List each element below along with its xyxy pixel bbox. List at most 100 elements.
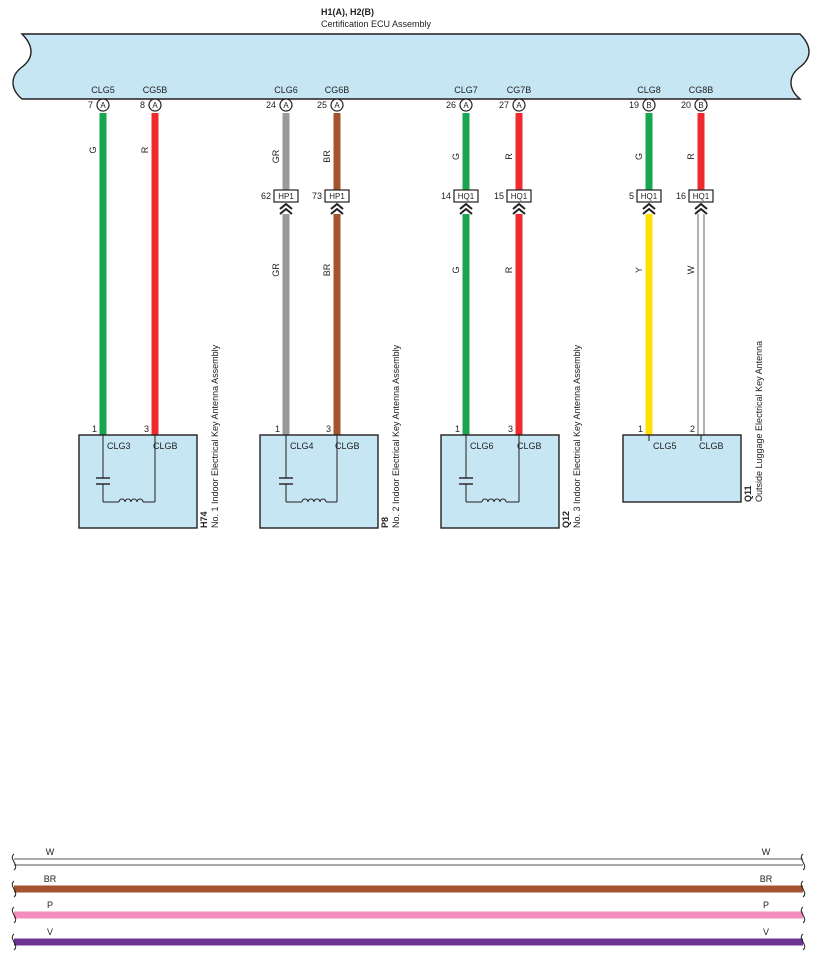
wire-color-label: R xyxy=(140,146,150,153)
ecu-pin-number: 7 xyxy=(88,100,93,110)
ecu-assembly-body xyxy=(12,33,810,100)
ecu-connector-letter: A xyxy=(283,101,289,110)
ecu-connector-letter: B xyxy=(646,101,651,110)
component-code: P8 xyxy=(380,517,390,528)
component-pin-number: 1 xyxy=(92,424,97,434)
ecu-pin-number: 26 xyxy=(446,100,456,110)
junction-pin-number: 15 xyxy=(494,191,504,201)
junction-connector-name: HP1 xyxy=(278,192,294,201)
component-pin-number: 3 xyxy=(144,424,149,434)
component-name: No. 1 Indoor Electrical Key Antenna Asse… xyxy=(210,344,220,528)
ecu-connector-letter: B xyxy=(698,101,703,110)
wire-color-label: BR xyxy=(322,150,332,163)
component-box xyxy=(78,434,198,529)
coil-inductor-icon xyxy=(118,498,144,503)
component-code: H74 xyxy=(199,511,209,528)
signal-label: CG8B xyxy=(689,85,714,95)
legend-label-left: W xyxy=(46,847,55,857)
connector-chevron xyxy=(459,202,473,210)
break-mark-left xyxy=(11,880,17,898)
ecu-connector-letter: A xyxy=(463,101,469,110)
wire-color-label: G xyxy=(451,153,461,160)
ecu-connector-letter: A xyxy=(334,101,340,110)
ecu-connector-circle xyxy=(642,98,656,112)
junction-connector-box xyxy=(688,189,714,203)
signal-label: CLG5 xyxy=(91,85,115,95)
ecu-connector-letter: A xyxy=(152,101,158,110)
component-terminal-label: CLGB xyxy=(335,441,360,451)
connector-chevron xyxy=(694,202,708,210)
component-terminal-label: CLG6 xyxy=(470,441,494,451)
junction-connector-box xyxy=(453,189,479,203)
wire-color-label: Y xyxy=(634,267,644,273)
ecu-connector-title: H1(A), H2(B) xyxy=(321,7,374,17)
junction-pin-number: 14 xyxy=(441,191,451,201)
wire-color-label: GR xyxy=(271,263,281,277)
connector-chevron xyxy=(642,202,656,210)
legend-label-right: W xyxy=(762,847,771,857)
legend-label-right: BR xyxy=(760,874,773,884)
break-mark-left xyxy=(11,853,17,871)
component-label: Q12No. 3 Indoor Electrical Key Antenna A… xyxy=(561,344,582,528)
ecu-pin-number: 19 xyxy=(629,100,639,110)
legend-label-left: P xyxy=(47,900,53,910)
component-name: No. 3 Indoor Electrical Key Antenna Asse… xyxy=(572,344,582,528)
wire-color-label: R xyxy=(504,153,514,160)
connector-chevron xyxy=(330,207,344,215)
component-terminal-label: CLGB xyxy=(699,441,724,451)
component-terminal-label: CLG5 xyxy=(653,441,677,451)
break-mark-right xyxy=(800,880,806,898)
signal-label: CLG8 xyxy=(637,85,661,95)
legend-label-right: P xyxy=(763,900,769,910)
signal-label: CG5B xyxy=(143,85,168,95)
component-box xyxy=(622,434,742,503)
ecu-connector-circle xyxy=(459,98,473,112)
wire-color-label: G xyxy=(88,146,98,153)
wire-color-label: BR xyxy=(322,263,332,276)
break-mark-right xyxy=(800,933,806,951)
ecu-pin-number: 20 xyxy=(681,100,691,110)
component-pin-number: 3 xyxy=(326,424,331,434)
break-mark-right xyxy=(800,853,806,871)
junction-connector-box xyxy=(324,189,350,203)
ecu-connector-circle xyxy=(96,98,110,112)
junction-pin-number: 5 xyxy=(629,191,634,201)
component-box xyxy=(440,434,560,529)
junction-pin-number: 16 xyxy=(676,191,686,201)
connector-chevron xyxy=(279,202,293,210)
legend-label-left: V xyxy=(47,927,53,937)
connector-chevron xyxy=(512,207,526,215)
break-mark-left xyxy=(11,933,17,951)
component-terminal-label: CLG3 xyxy=(107,441,131,451)
wire-color-label: G xyxy=(451,266,461,273)
junction-connector-name: HP1 xyxy=(329,192,345,201)
ecu-connector-letter: A xyxy=(516,101,522,110)
component-pin-number: 1 xyxy=(455,424,460,434)
junction-pin-number: 73 xyxy=(312,191,322,201)
signal-label: CLG6 xyxy=(274,85,298,95)
coil-inductor-icon xyxy=(301,498,327,503)
ecu-connector-circle xyxy=(148,98,162,112)
ecu-pin-number: 8 xyxy=(140,100,145,110)
component-h74: CLG3 CLGB H74No. 1 Indoor Electrical Key A… xyxy=(78,344,220,529)
junction-connector-box xyxy=(636,189,662,203)
junction-connector-box xyxy=(273,189,299,203)
wire-color-label: GR xyxy=(271,149,281,163)
ecu-connector-circle xyxy=(279,98,293,112)
wire-color-label: R xyxy=(504,266,514,273)
junction-connector-box xyxy=(506,189,532,203)
component-code: Q11 xyxy=(743,485,753,502)
component-label: H74No. 1 Indoor Electrical Key Antenna A… xyxy=(199,344,220,528)
component-pin-number: 2 xyxy=(690,424,695,434)
ecu-pin-number: 24 xyxy=(266,100,276,110)
component-terminal-label: CLGB xyxy=(153,441,178,451)
signal-label: CG7B xyxy=(507,85,532,95)
connector-chevron xyxy=(330,202,344,210)
ecu-name: Certification ECU Assembly xyxy=(321,19,432,29)
